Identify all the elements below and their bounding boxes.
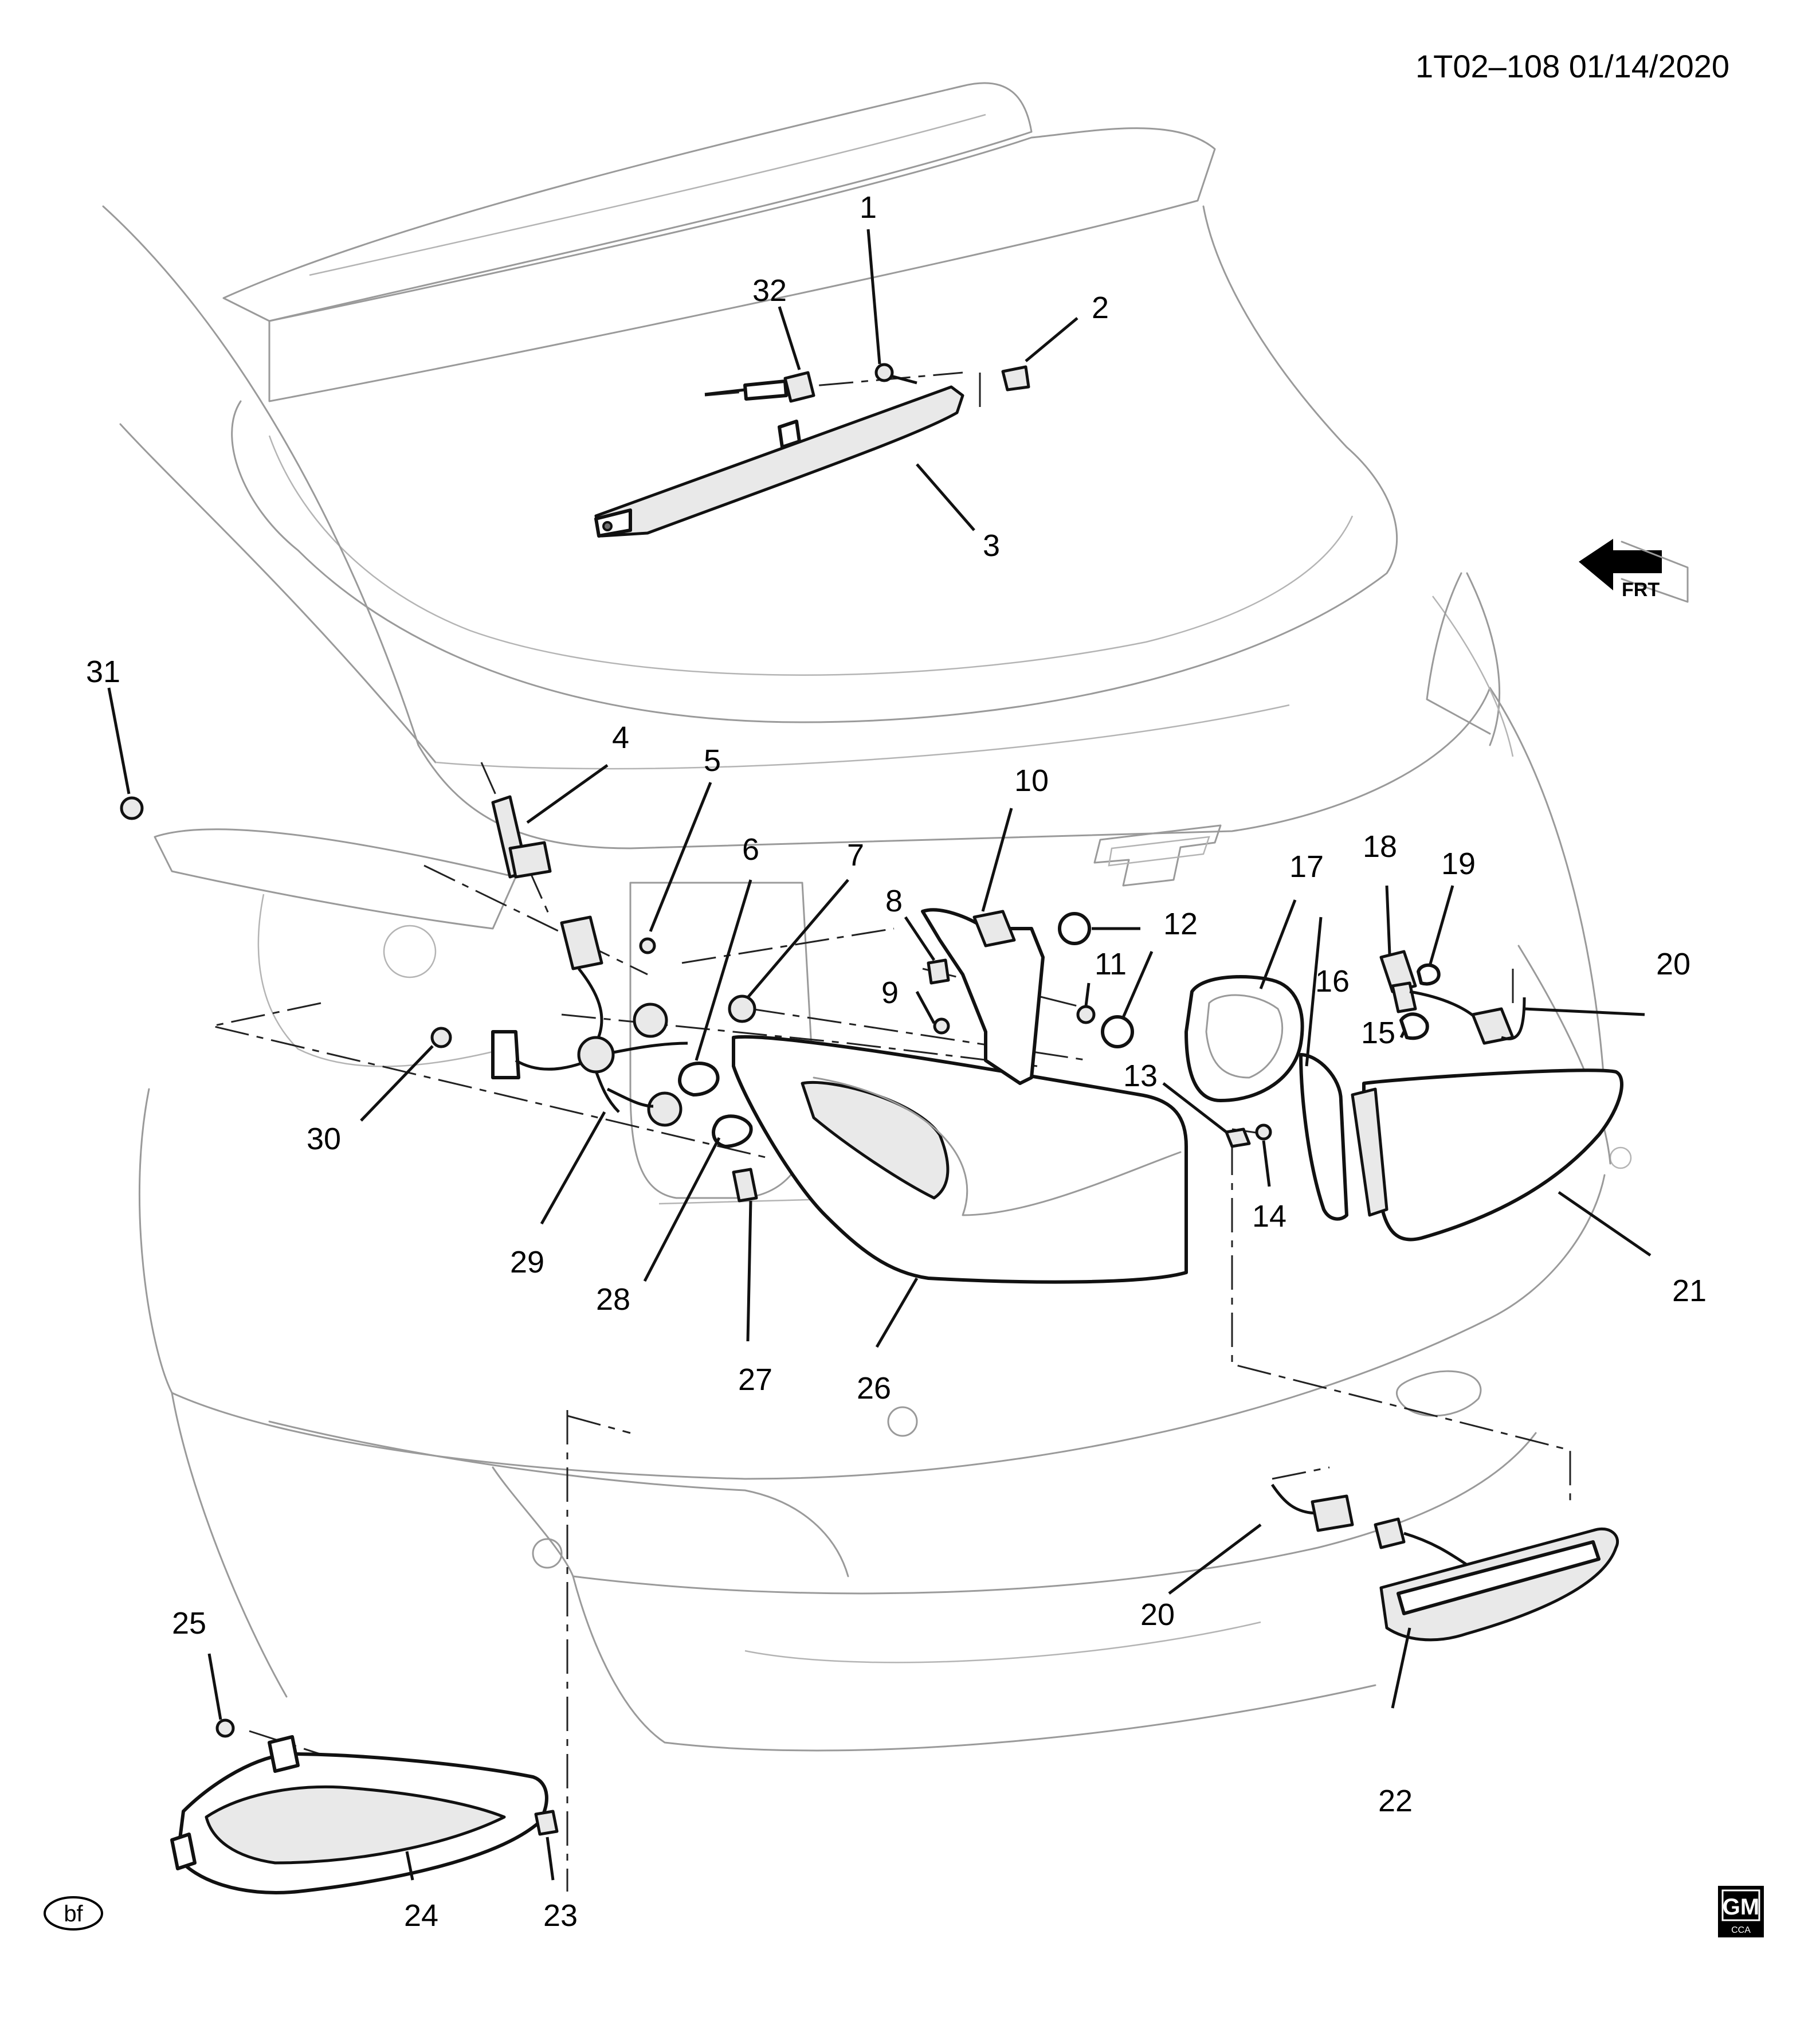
callout-22: 22: [1378, 1784, 1413, 1818]
part-31-nut: [120, 796, 144, 820]
callout-11: 11: [1095, 947, 1127, 981]
part-21-tail-lamp-right: [1351, 1068, 1623, 1242]
callout-labels: 1 2 3 4 5 6 7 8 9 10 11 12 13 14 15 16 1…: [86, 190, 1707, 1933]
callout-6: 6: [742, 832, 759, 867]
part-19-bulb: [1417, 963, 1441, 986]
gm-logo: GM CCA: [1718, 1886, 1764, 1937]
callout-1: 1: [860, 190, 877, 225]
part-26-tail-lamp-left: [732, 1035, 1188, 1284]
callout-29: 29: [510, 1245, 544, 1279]
part-6-bulb: [678, 1062, 720, 1097]
callout-8: 8: [885, 884, 903, 918]
callout-5: 5: [704, 743, 721, 778]
callout-13: 13: [1123, 1059, 1158, 1093]
illustrator-initials: bf: [64, 1901, 83, 1927]
callout-7: 7: [847, 838, 864, 872]
front-arrow-icon: [1579, 539, 1662, 590]
callout-10: 10: [1014, 764, 1049, 798]
callout-18: 18: [1363, 829, 1397, 864]
part-12-plug-lower: [1101, 1015, 1134, 1048]
part-5-grommet: [639, 937, 656, 954]
callout-25: 25: [172, 1606, 206, 1640]
vehicle-body-outline: [102, 82, 1632, 1752]
part-10-bracket: [921, 908, 1045, 1085]
callout-20-upper: 20: [1656, 947, 1690, 981]
front-label: FRT: [1622, 579, 1660, 601]
part-14-screw: [1255, 1123, 1272, 1141]
callout-30: 30: [307, 1122, 341, 1156]
callout-26: 26: [857, 1371, 891, 1405]
part-2-nut: [1001, 365, 1030, 391]
part-1-bolt: [874, 363, 917, 385]
part-20-harness-upper: [1409, 990, 1526, 1045]
part-22-license-lamp: [1379, 1527, 1619, 1642]
part-29-wiring-harness: [491, 915, 688, 1127]
callout-17: 17: [1289, 849, 1324, 884]
gm-logo-subtext: CCA: [1731, 1925, 1751, 1935]
part-28-bulb: [712, 1114, 753, 1148]
callout-14: 14: [1252, 1199, 1286, 1234]
part-15-bulb: [1399, 1012, 1429, 1040]
part-24-reflector: [170, 1735, 548, 1894]
part-30-nut: [430, 1027, 452, 1048]
callout-12: 12: [1163, 907, 1198, 941]
part-11-screw: [1076, 1005, 1096, 1024]
callout-15: 15: [1361, 1016, 1395, 1050]
part-18-socket: [1379, 950, 1417, 1013]
callout-32: 32: [752, 273, 787, 308]
part-32-connector: [704, 371, 815, 403]
part-4-socket: [491, 795, 552, 879]
part-7-grommet: [728, 994, 756, 1023]
callout-21: 21: [1672, 1274, 1707, 1308]
part-9-screw: [933, 1017, 950, 1035]
front-direction-indicator: FRT: [1579, 539, 1689, 603]
part-27-clip: [732, 1168, 758, 1203]
part-8-clip: [927, 958, 950, 985]
callout-24: 24: [404, 1898, 438, 1933]
part-16-gasket-strip: [1299, 1053, 1348, 1221]
callout-4: 4: [612, 721, 629, 755]
part-23-nut: [534, 1810, 559, 1836]
callout-28: 28: [596, 1282, 630, 1317]
part-25-screw: [215, 1718, 235, 1738]
diagram-reference: 1T02–108 01/14/2020: [1415, 48, 1729, 84]
bowtie-emblem: [1093, 824, 1222, 887]
part-17-gasket: [1184, 975, 1304, 1102]
callout-2: 2: [1092, 291, 1109, 325]
gm-logo-text: GM: [1723, 1894, 1759, 1920]
part-20-harness-lower: [1270, 1483, 1468, 1567]
callout-19: 19: [1441, 847, 1476, 881]
part-13-nut: [1225, 1127, 1251, 1148]
callout-23: 23: [543, 1898, 578, 1933]
illustrator-mark: bf: [44, 1896, 103, 1931]
callout-27: 27: [738, 1362, 772, 1397]
callout-20-lower: 20: [1140, 1598, 1175, 1632]
part-3-high-mount-stop-lamp: [594, 385, 964, 538]
callout-3: 3: [983, 528, 1000, 563]
part-12-plug-upper: [1058, 912, 1091, 945]
callout-16: 16: [1315, 964, 1350, 999]
callout-leaders: [107, 229, 1652, 1881]
callout-31: 31: [86, 655, 120, 689]
callout-9: 9: [881, 976, 899, 1010]
